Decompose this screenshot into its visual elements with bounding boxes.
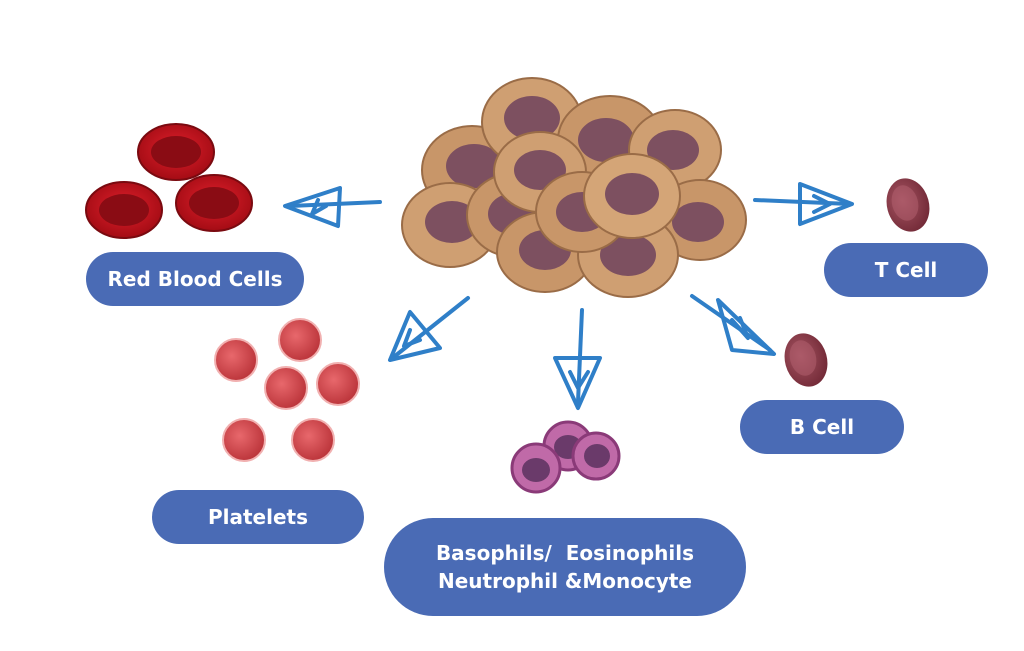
red-blood-cells-label: Red Blood Cells — [86, 252, 304, 306]
platelet — [264, 366, 308, 410]
red-blood-cells-group — [85, 123, 253, 239]
platelet — [278, 318, 322, 362]
arrow-to-b-cell — [690, 294, 776, 356]
red-blood-cell — [175, 174, 253, 232]
platelet — [222, 418, 266, 462]
b-cell-text: B Cell — [789, 415, 855, 439]
stem-cell-cluster — [401, 77, 747, 298]
platelets-group — [214, 318, 360, 462]
t-cell-shape — [886, 178, 930, 232]
platelet — [316, 362, 360, 406]
granulocyte-cell — [571, 431, 621, 481]
arrow-to-red-blood-cells — [283, 186, 382, 228]
platelets-label: Platelets — [152, 490, 364, 544]
arrow-to-t-cell — [753, 182, 854, 226]
b-cell-shape — [784, 333, 828, 387]
granulocytes-label: Basophils/ Eosinophils Neutrophil &Monoc… — [384, 518, 746, 616]
t-cell-text: T Cell — [874, 258, 938, 282]
red-blood-cell — [85, 181, 163, 239]
platelet — [291, 418, 335, 462]
arrow-to-granulocytes — [553, 308, 602, 410]
arrow-to-platelets — [388, 296, 470, 362]
red-blood-cells-text: Red Blood Cells — [107, 267, 283, 291]
platelets-text: Platelets — [207, 505, 309, 529]
granulocytes-text-line2: Neutrophil &Monocyte — [437, 569, 692, 593]
granulocytes-text-line1: Basophils/ Eosinophils — [435, 541, 695, 565]
granulocyte-cell — [510, 442, 562, 494]
stem-cell — [583, 153, 681, 239]
platelet — [214, 338, 258, 382]
granulocytes-group — [510, 420, 621, 494]
red-blood-cell — [137, 123, 215, 181]
b-cell-label: B Cell — [740, 400, 904, 454]
t-cell-label: T Cell — [824, 243, 988, 297]
